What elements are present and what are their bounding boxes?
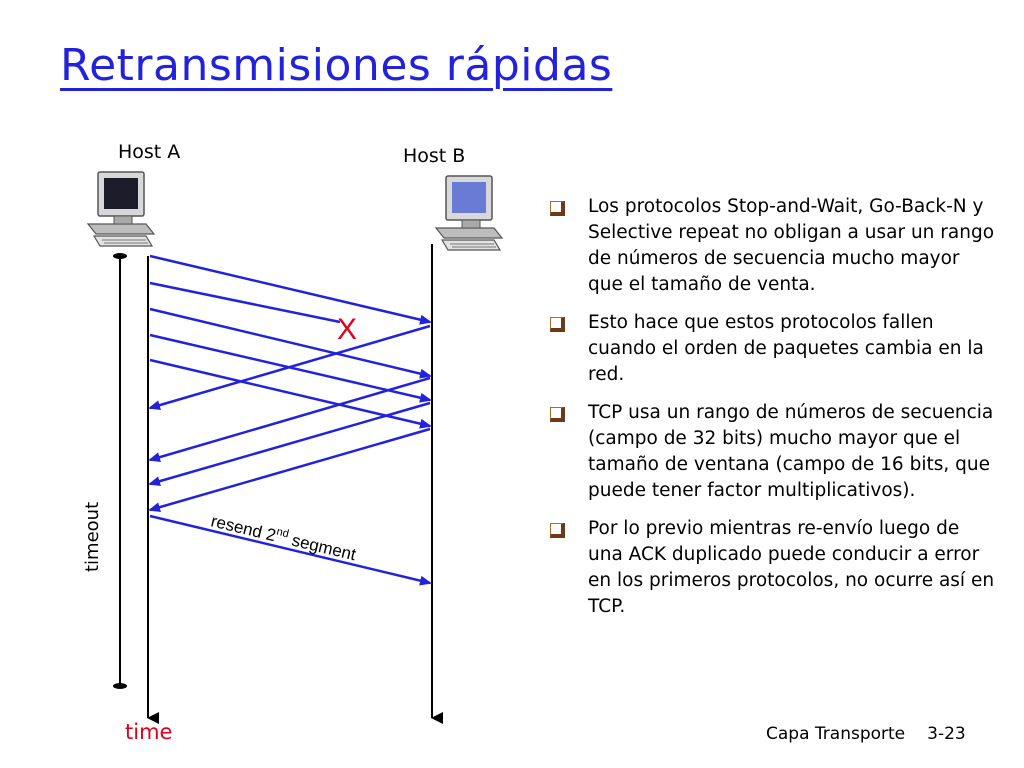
host-a-label: Host A [118, 141, 180, 163]
bullet-list: Los protocolos Stop-and-Wait, Go-Back-N … [548, 194, 998, 632]
ack-1-arrow [148, 324, 431, 410]
desktop-computer-icon [435, 175, 503, 251]
checkbox-bullet-icon [550, 317, 565, 332]
loss-marker: X [337, 313, 357, 346]
course-name: Capa Transporte [766, 724, 906, 744]
page-number: 3-23 [927, 724, 966, 744]
duplicate-ack-2-arrow [148, 401, 431, 487]
resend-segment-arrow [149, 514, 432, 586]
desktop-computer-icon [87, 171, 155, 247]
checkbox-bullet-icon [550, 523, 565, 538]
slide-footer: Capa Transporte 3-23 [766, 724, 966, 744]
timeout-start-marker [113, 253, 127, 259]
duplicate-ack-3-arrow [148, 427, 431, 513]
bullet-text: Los protocolos Stop-and-Wait, Go-Back-N … [588, 196, 995, 295]
bullet-item: TCP usa un rango de números de secuencia… [548, 400, 998, 504]
time-label: time [125, 720, 172, 744]
segment-1-arrow [149, 254, 432, 325]
bullet-text: Por lo previo mientras re-envío luego de… [588, 518, 995, 617]
segment-3-arrow [149, 307, 432, 379]
host-b-label: Host B [403, 145, 465, 167]
bullet-item: Por lo previo mientras re-envío luego de… [548, 516, 998, 620]
segment-2-lost-arrow [149, 281, 341, 324]
checkbox-bullet-icon [550, 407, 565, 422]
bullet-text: Esto hace que estos protocolos fallen cu… [588, 312, 984, 385]
segment-5-arrow [149, 358, 432, 429]
duplicate-ack-1-arrow [148, 376, 431, 462]
bullet-item: Los protocolos Stop-and-Wait, Go-Back-N … [548, 194, 998, 298]
slide-title: Retransmisiones rápidas [60, 40, 613, 91]
bullet-text: TCP usa un rango de números de secuencia… [588, 402, 994, 501]
timeout-label: timeout [82, 502, 103, 572]
resend-label: resend 2nd segment [209, 510, 358, 564]
bullet-item: Esto hace que estos protocolos fallen cu… [548, 310, 998, 388]
checkbox-bullet-icon [550, 201, 565, 216]
timeout-end-marker [113, 683, 127, 689]
